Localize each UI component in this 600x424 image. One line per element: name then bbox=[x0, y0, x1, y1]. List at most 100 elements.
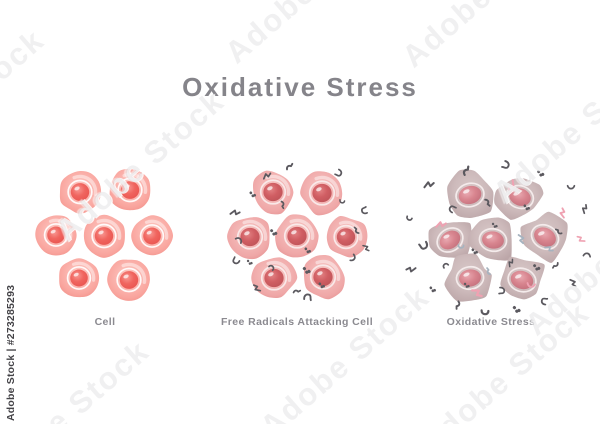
cell-healthy bbox=[107, 259, 150, 301]
free-radical-icon bbox=[559, 207, 566, 219]
free-radical-icon bbox=[268, 264, 275, 272]
nucleus-ring bbox=[117, 177, 143, 203]
page-title: Oxidative Stress bbox=[182, 72, 418, 102]
free-radical-icon bbox=[455, 300, 461, 310]
free-radical-icon bbox=[405, 266, 417, 273]
cluster-oxidative-stress bbox=[405, 160, 591, 316]
nucleus-gloss bbox=[124, 184, 130, 189]
free-radical-icon bbox=[302, 266, 311, 274]
nucleus bbox=[70, 183, 90, 201]
nucleus-gloss bbox=[463, 272, 470, 277]
nucleus-gloss bbox=[443, 234, 450, 239]
free-radical-icon bbox=[457, 244, 465, 249]
nucleus-ring bbox=[309, 264, 337, 290]
free-radical-icon bbox=[552, 261, 559, 269]
free-radical-icon bbox=[582, 252, 591, 258]
cell-highlight bbox=[96, 218, 122, 240]
nucleus-gloss bbox=[73, 272, 79, 277]
free-radical-icon bbox=[491, 222, 498, 228]
free-radical-icon bbox=[501, 160, 510, 169]
nucleus bbox=[534, 227, 556, 247]
cell-highlight bbox=[289, 218, 315, 240]
free-radical-icon bbox=[512, 305, 521, 313]
free-radical-icon bbox=[353, 226, 360, 234]
nucleus bbox=[94, 227, 114, 245]
cell-highlight bbox=[338, 220, 363, 241]
cell-attacked bbox=[252, 170, 294, 215]
free-radical-icon bbox=[303, 293, 312, 302]
nucleus bbox=[143, 227, 161, 245]
cell-attacked bbox=[275, 214, 319, 258]
nucleus bbox=[264, 268, 284, 288]
nucleus bbox=[458, 185, 482, 205]
nucleus-ring bbox=[283, 223, 311, 249]
nucleus bbox=[263, 182, 283, 202]
free-radical-icon bbox=[280, 200, 285, 210]
free-radical-icon bbox=[232, 256, 241, 265]
nucleus-gloss bbox=[123, 274, 129, 279]
cell-stressed bbox=[444, 253, 492, 302]
free-radical-icon bbox=[418, 240, 429, 250]
free-radical-icon bbox=[480, 309, 490, 316]
free-radical-icon bbox=[533, 264, 541, 271]
free-radical-icon bbox=[526, 282, 536, 288]
cluster-free-radicals bbox=[227, 162, 370, 302]
nucleus-ring bbox=[116, 267, 142, 293]
cell-highlight bbox=[242, 219, 268, 241]
nucleus-ring bbox=[505, 184, 535, 210]
nucleus-ring bbox=[455, 265, 485, 291]
cell-stressed bbox=[428, 222, 472, 258]
cell-attacked bbox=[300, 171, 343, 216]
free-radical-icon bbox=[462, 165, 470, 177]
cell-highlight bbox=[315, 259, 341, 281]
nucleus bbox=[313, 267, 333, 287]
cluster-label-cell: Cell bbox=[94, 316, 116, 328]
free-radical-icon bbox=[448, 205, 457, 214]
free-radical-icon bbox=[292, 289, 302, 294]
free-radical-icon bbox=[581, 203, 588, 215]
nucleus-ring bbox=[436, 227, 464, 253]
free-radical-icon bbox=[569, 278, 577, 288]
cluster-cell bbox=[35, 168, 174, 301]
nucleus-ring bbox=[333, 224, 359, 250]
free-radical-icon bbox=[360, 206, 368, 215]
cell-highlight bbox=[122, 172, 148, 194]
nucleus-ring bbox=[66, 266, 92, 290]
free-radical-icon bbox=[423, 181, 435, 189]
nucleus-gloss bbox=[291, 230, 297, 235]
free-radical-icon bbox=[349, 253, 356, 262]
free-radical-icon bbox=[304, 247, 311, 254]
free-radical-icon bbox=[334, 168, 343, 177]
cell-attacked bbox=[303, 255, 345, 300]
free-radical-icon bbox=[471, 248, 478, 255]
free-radical-icon bbox=[566, 184, 576, 190]
nucleus bbox=[482, 231, 504, 249]
nucleus bbox=[120, 181, 140, 199]
cell-stressed bbox=[447, 169, 494, 219]
nucleus-gloss bbox=[513, 191, 520, 196]
free-radical-icon bbox=[508, 258, 514, 268]
cell-highlight bbox=[266, 260, 292, 282]
nucleus-gloss bbox=[74, 186, 80, 191]
free-radical-icon bbox=[498, 286, 506, 295]
free-radical-icon bbox=[523, 204, 530, 211]
free-radical-icon bbox=[486, 267, 491, 276]
cell-highlight bbox=[72, 174, 98, 196]
free-radical-icon bbox=[339, 199, 346, 204]
nucleus-ring bbox=[91, 223, 117, 249]
free-radical-icon bbox=[249, 191, 256, 198]
nucleus bbox=[459, 269, 481, 287]
nucleus-gloss bbox=[267, 186, 273, 191]
nucleus-ring bbox=[259, 179, 287, 205]
free-radical-icon bbox=[576, 235, 586, 242]
nucleus-ring bbox=[139, 224, 165, 248]
nucleus-gloss bbox=[316, 187, 322, 192]
cell-healthy bbox=[109, 168, 151, 211]
free-radical-icon bbox=[252, 284, 262, 292]
free-radical-icon bbox=[463, 282, 470, 288]
free-radical-icon bbox=[544, 246, 554, 252]
nucleus-gloss bbox=[50, 229, 56, 234]
cluster-label-free-radicals: Free Radicals Attacking Cell bbox=[220, 316, 374, 328]
nucleus-gloss bbox=[244, 231, 250, 236]
